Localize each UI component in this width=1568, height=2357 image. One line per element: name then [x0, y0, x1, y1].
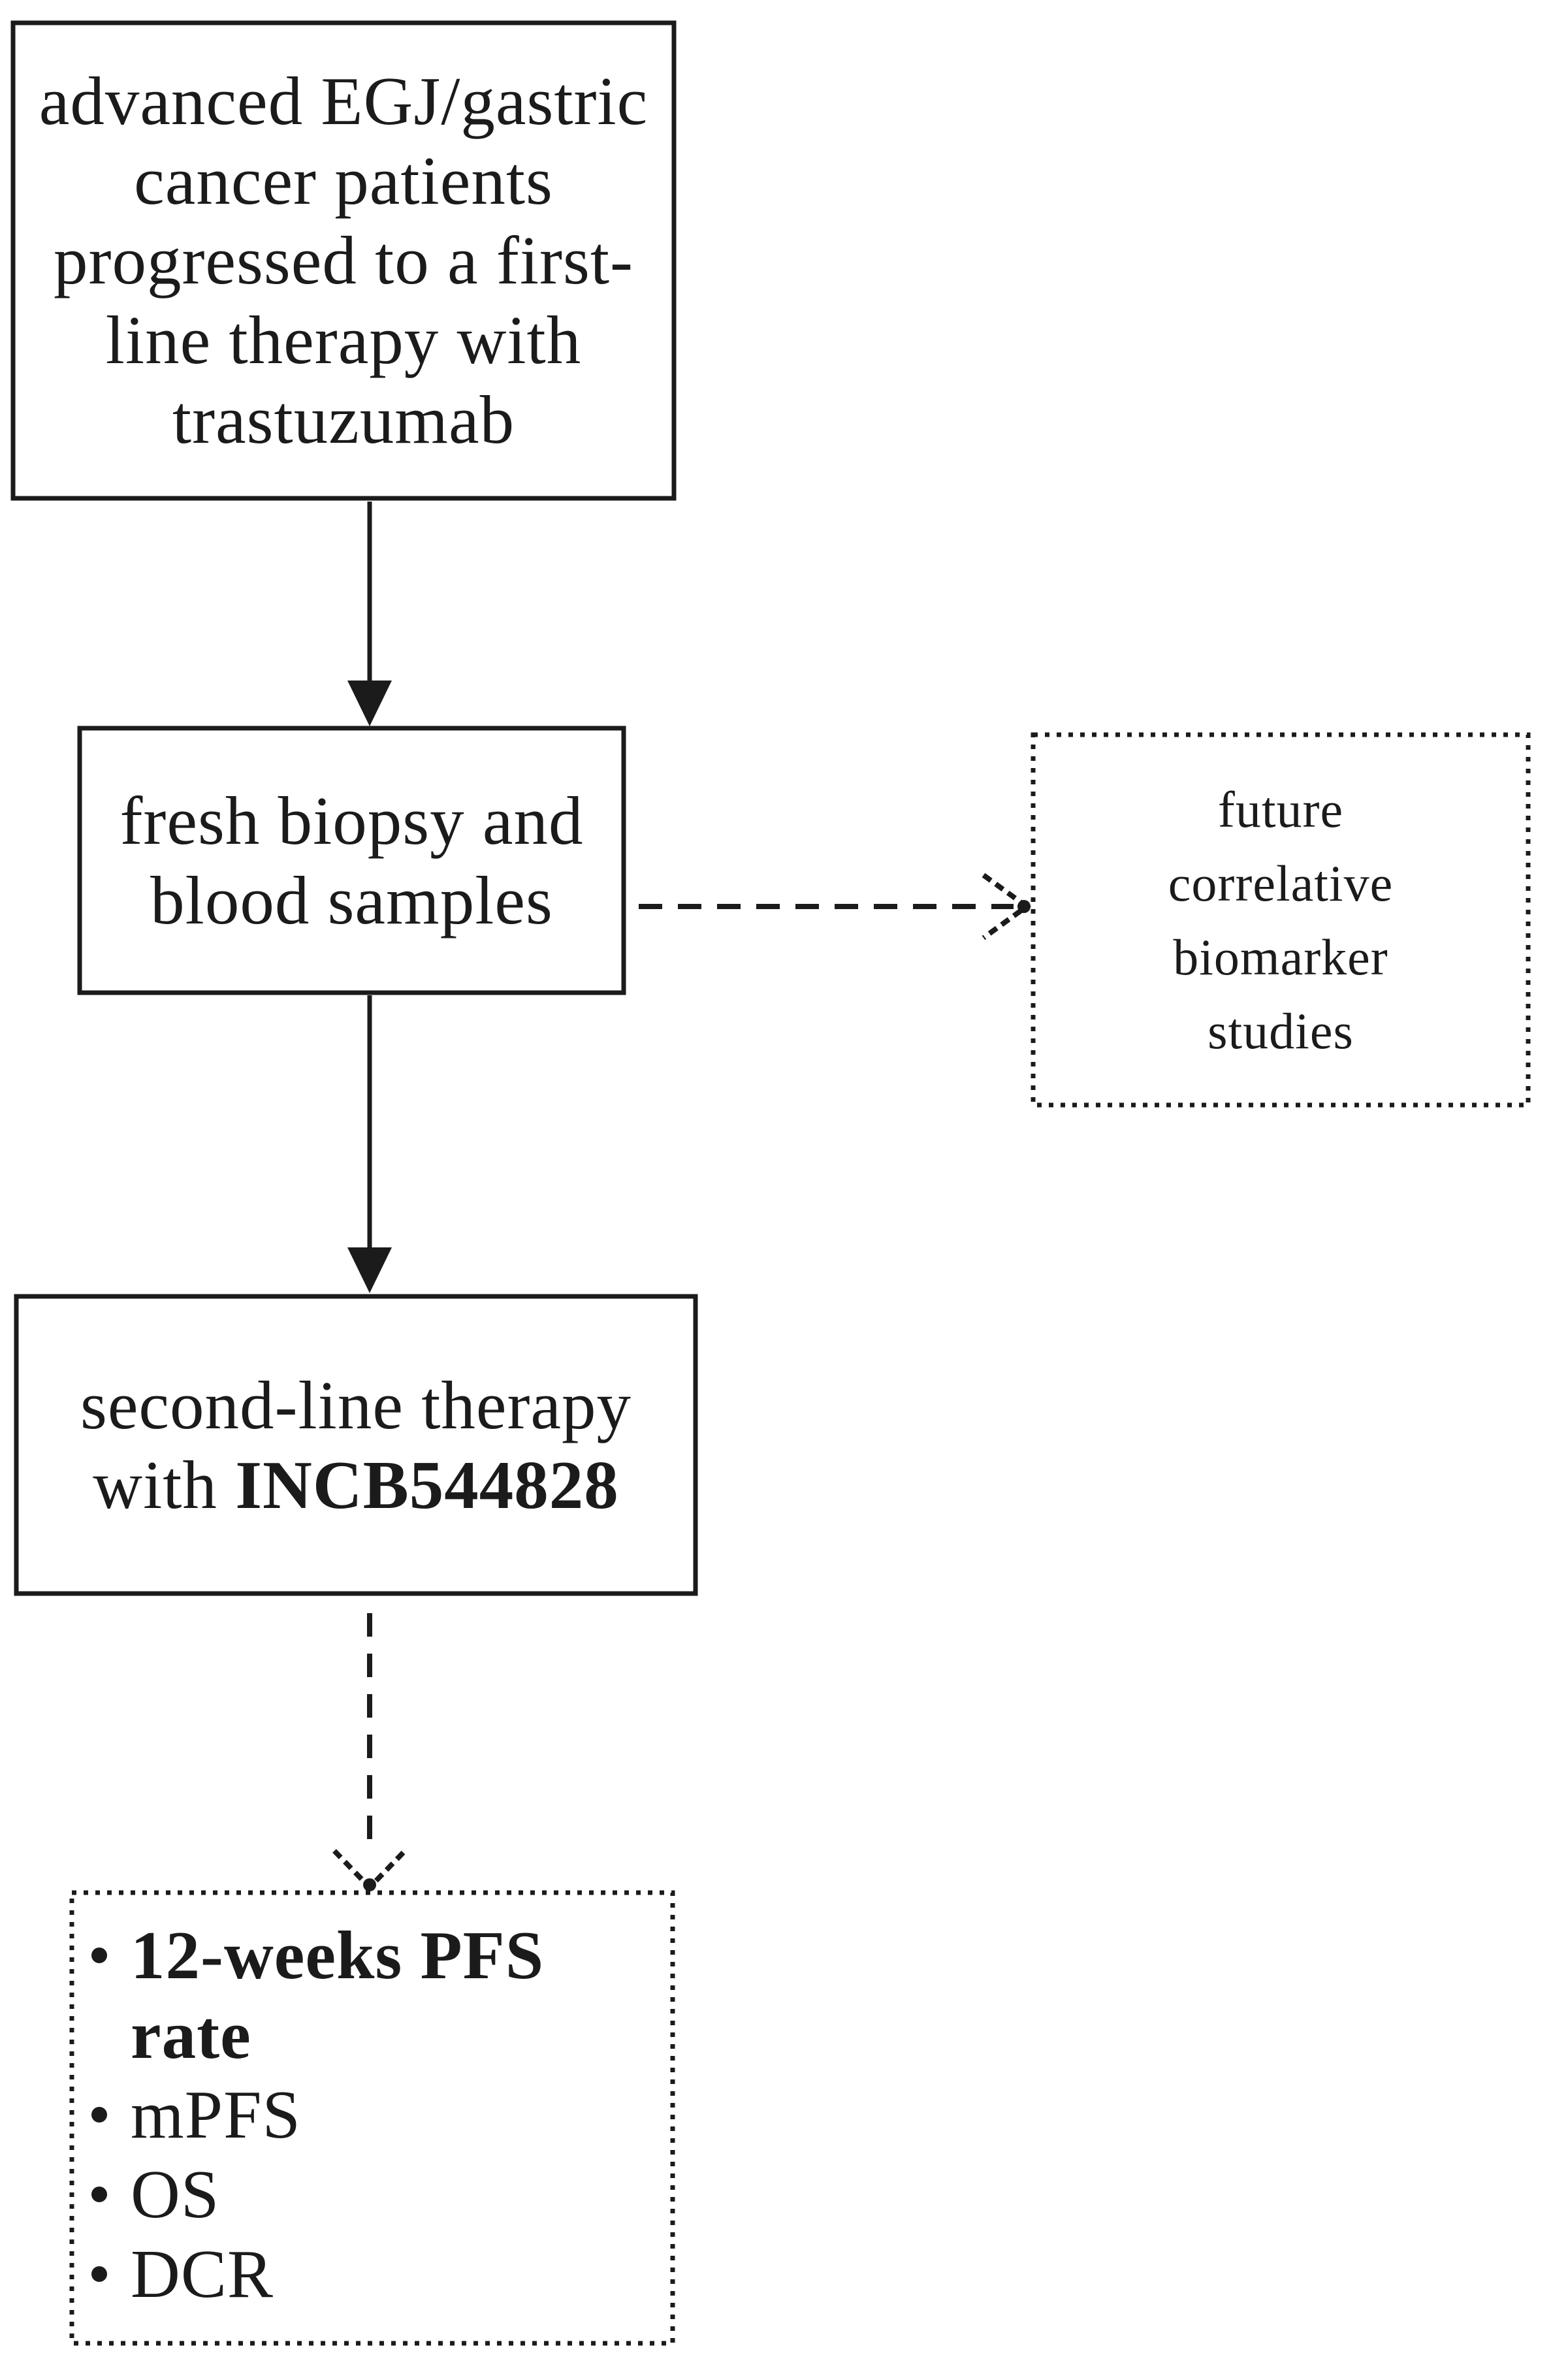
dashed-arrow-samples-to-biomarker-icon	[639, 873, 1031, 940]
biomarker-box-line: future	[1217, 780, 1344, 838]
endpoint-label: mPFS	[131, 2076, 301, 2153]
biomarker-box-line: correlative	[1168, 854, 1394, 912]
biomarker-box-line: biomarker	[1173, 928, 1388, 986]
patients-box-line: advanced EGJ/gastric	[39, 63, 648, 139]
samples-box-line: blood samples	[150, 861, 553, 938]
endpoints-box-border	[69, 1890, 675, 2346]
arrow-patients-to-samples-icon	[347, 502, 392, 726]
endpoint-label: OS	[131, 2156, 220, 2232]
dashed-arrow-therapy-to-endpoints-icon	[332, 1613, 407, 1891]
bullet-icon	[91, 2266, 107, 2282]
endpoint-item: 12-weeks PFS rate	[91, 1916, 660, 2075]
therapy-line2-prefix: with	[93, 1446, 236, 1523]
arrow-samples-to-therapy-icon	[347, 995, 392, 1293]
bullet-icon	[91, 2187, 107, 2202]
therapy-drug-name: INCB544828	[235, 1446, 619, 1523]
endpoints-box: 12-weeks PFS rate mPFS OS DCR	[72, 1893, 673, 2343]
bullet-icon	[91, 2107, 107, 2123]
samples-box-line: fresh biopsy and	[120, 782, 584, 859]
patients-box: advanced EGJ/gastric cancer patients pro…	[13, 23, 674, 498]
endpoint-item: DCR	[91, 2234, 660, 2314]
therapy-box: second-line therapy with INCB544828	[16, 1296, 696, 1594]
bullet-icon	[91, 1948, 107, 1963]
therapy-box-line: with INCB544828	[93, 1445, 619, 1525]
therapy-box-line: second-line therapy	[80, 1366, 632, 1443]
therapy-box-border	[14, 1294, 698, 1596]
endpoint-item: mPFS	[91, 2075, 660, 2155]
patients-box-line: trastuzumab	[172, 381, 515, 458]
samples-box: fresh biopsy and blood samples	[80, 728, 624, 993]
patients-box-line: cancer patients	[134, 142, 553, 219]
patients-box-line: progressed to a first-	[54, 222, 633, 298]
endpoint-item: OS	[91, 2155, 660, 2234]
patients-box-border	[10, 20, 677, 501]
patients-box-line: line therapy with	[105, 302, 582, 378]
samples-box-border	[77, 726, 626, 995]
endpoint-label: rate	[131, 1996, 251, 2073]
biomarker-box-line: studies	[1208, 1002, 1354, 1059]
endpoint-label: DCR	[131, 2236, 274, 2312]
endpoint-label: 12-weeks PFS	[131, 1917, 545, 1993]
biomarker-box: future correlative biomarker studies	[1033, 735, 1528, 1105]
biomarker-box-border	[1031, 732, 1531, 1108]
